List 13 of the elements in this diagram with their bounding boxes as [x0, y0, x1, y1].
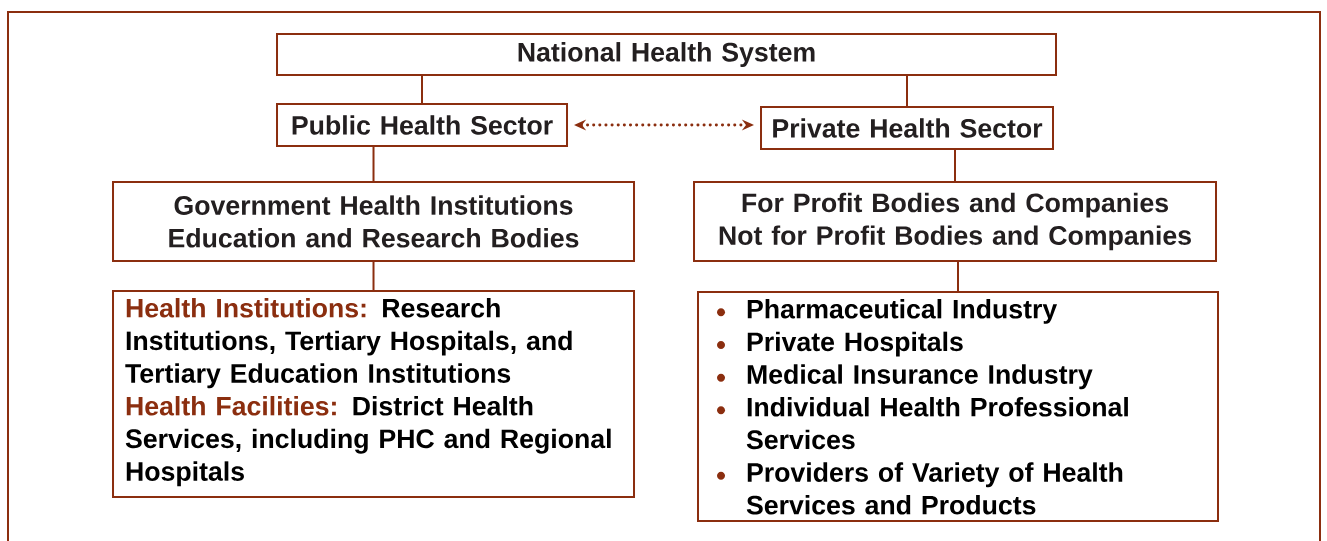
- connector-line: [957, 261, 959, 292]
- connector-line: [954, 149, 956, 182]
- connector-line: [421, 75, 423, 104]
- list-box: Pharmaceutical Industry Private Hospitals Medical Insurance Industry Individual Health Professional Services Providers of Variety of Health Services and Products: [697, 291, 1219, 522]
- label-box: For Profit Bodies and Companies Not for Profit Bodies and Companies: [693, 181, 1217, 262]
- label-box: Public Health Sector: [276, 103, 568, 147]
- description-box: Health Institutions: Research Institutions, Tertiary Hospitals, and Tertiary Education Institutions Health Facilities: District Health Services, including PHC and Regional Hospitals: [112, 290, 635, 498]
- connector-line: [372, 146, 375, 182]
- connector-line: [372, 261, 375, 291]
- label-box: Government Health Institutions Education and Research Bodies: [112, 181, 635, 262]
- label-box: Private Health Sector: [760, 106, 1054, 150]
- label-box: National Health System: [276, 33, 1057, 76]
- connector-line: [906, 75, 908, 107]
